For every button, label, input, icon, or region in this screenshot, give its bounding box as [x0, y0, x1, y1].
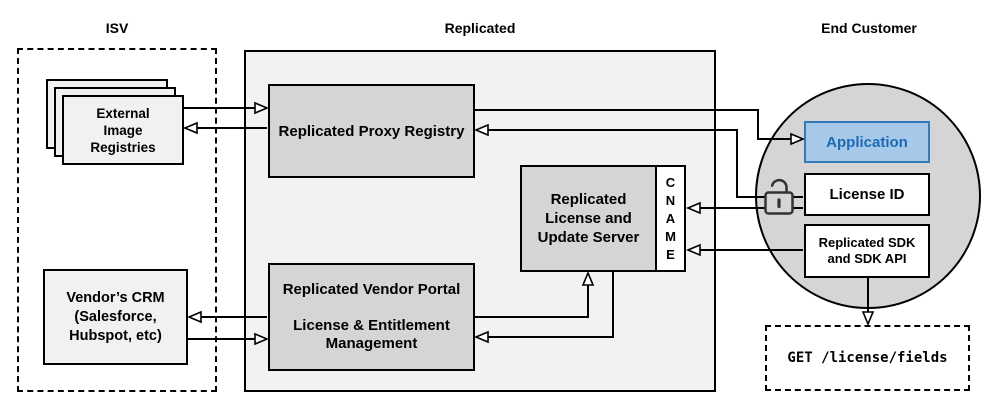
replicated-sdk-node: Replicated SDK and SDK API: [804, 224, 930, 278]
vendor-portal-line-2: Management: [325, 335, 418, 352]
get-license-fields-node: GET /license/fields: [765, 325, 970, 391]
replicated-vendor-portal-node: Replicated Vendor Portal License & Entit…: [268, 263, 475, 371]
cname-letter-m: M: [665, 229, 676, 244]
license-server-line-2: License and: [545, 210, 632, 227]
cname-letter-a: A: [665, 211, 676, 226]
cname-letter-c: C: [665, 175, 676, 190]
get-license-fields-label: GET /license/fields: [787, 350, 948, 366]
application-label: Application: [826, 133, 908, 151]
sdk-line-1: Replicated SDK: [818, 235, 916, 250]
license-update-server-node: Replicated License and Update Server: [520, 165, 657, 272]
cname-node: C N A M E: [655, 165, 686, 272]
license-id-label: License ID: [829, 186, 905, 203]
crm-line-2: (Salesforce,: [74, 308, 157, 325]
registries-line-3: Registries: [90, 139, 156, 155]
section-title-isv: ISV: [105, 20, 129, 36]
replicated-proxy-registry-node: Replicated Proxy Registry: [268, 84, 475, 178]
registries-line-1: External: [96, 105, 150, 121]
crm-line-3: Hubspot, etc): [69, 327, 162, 344]
cname-letter-n: N: [665, 193, 676, 208]
vendor-portal-title: Replicated Vendor Portal: [282, 281, 461, 298]
crm-line-1: Vendor’s CRM: [66, 289, 165, 306]
license-id-node: License ID: [804, 173, 930, 216]
license-server-line-1: Replicated: [550, 191, 627, 208]
vendor-crm-node: Vendor’s CRM (Salesforce, Hubspot, etc): [43, 269, 188, 365]
vendor-portal-line-1: License & Entitlement: [293, 317, 450, 334]
license-server-line-3: Update Server: [537, 229, 640, 246]
registries-line-2: Image: [103, 122, 143, 138]
sdk-line-2: and SDK API: [827, 251, 907, 266]
section-title-end-customer: End Customer: [821, 20, 917, 36]
external-image-registries-node: External Image Registries: [62, 95, 184, 165]
section-title-replicated: Replicated: [444, 20, 516, 36]
application-node: Application: [804, 121, 930, 163]
proxy-registry-label: Replicated Proxy Registry: [278, 122, 465, 140]
cname-letter-e: E: [666, 247, 675, 262]
